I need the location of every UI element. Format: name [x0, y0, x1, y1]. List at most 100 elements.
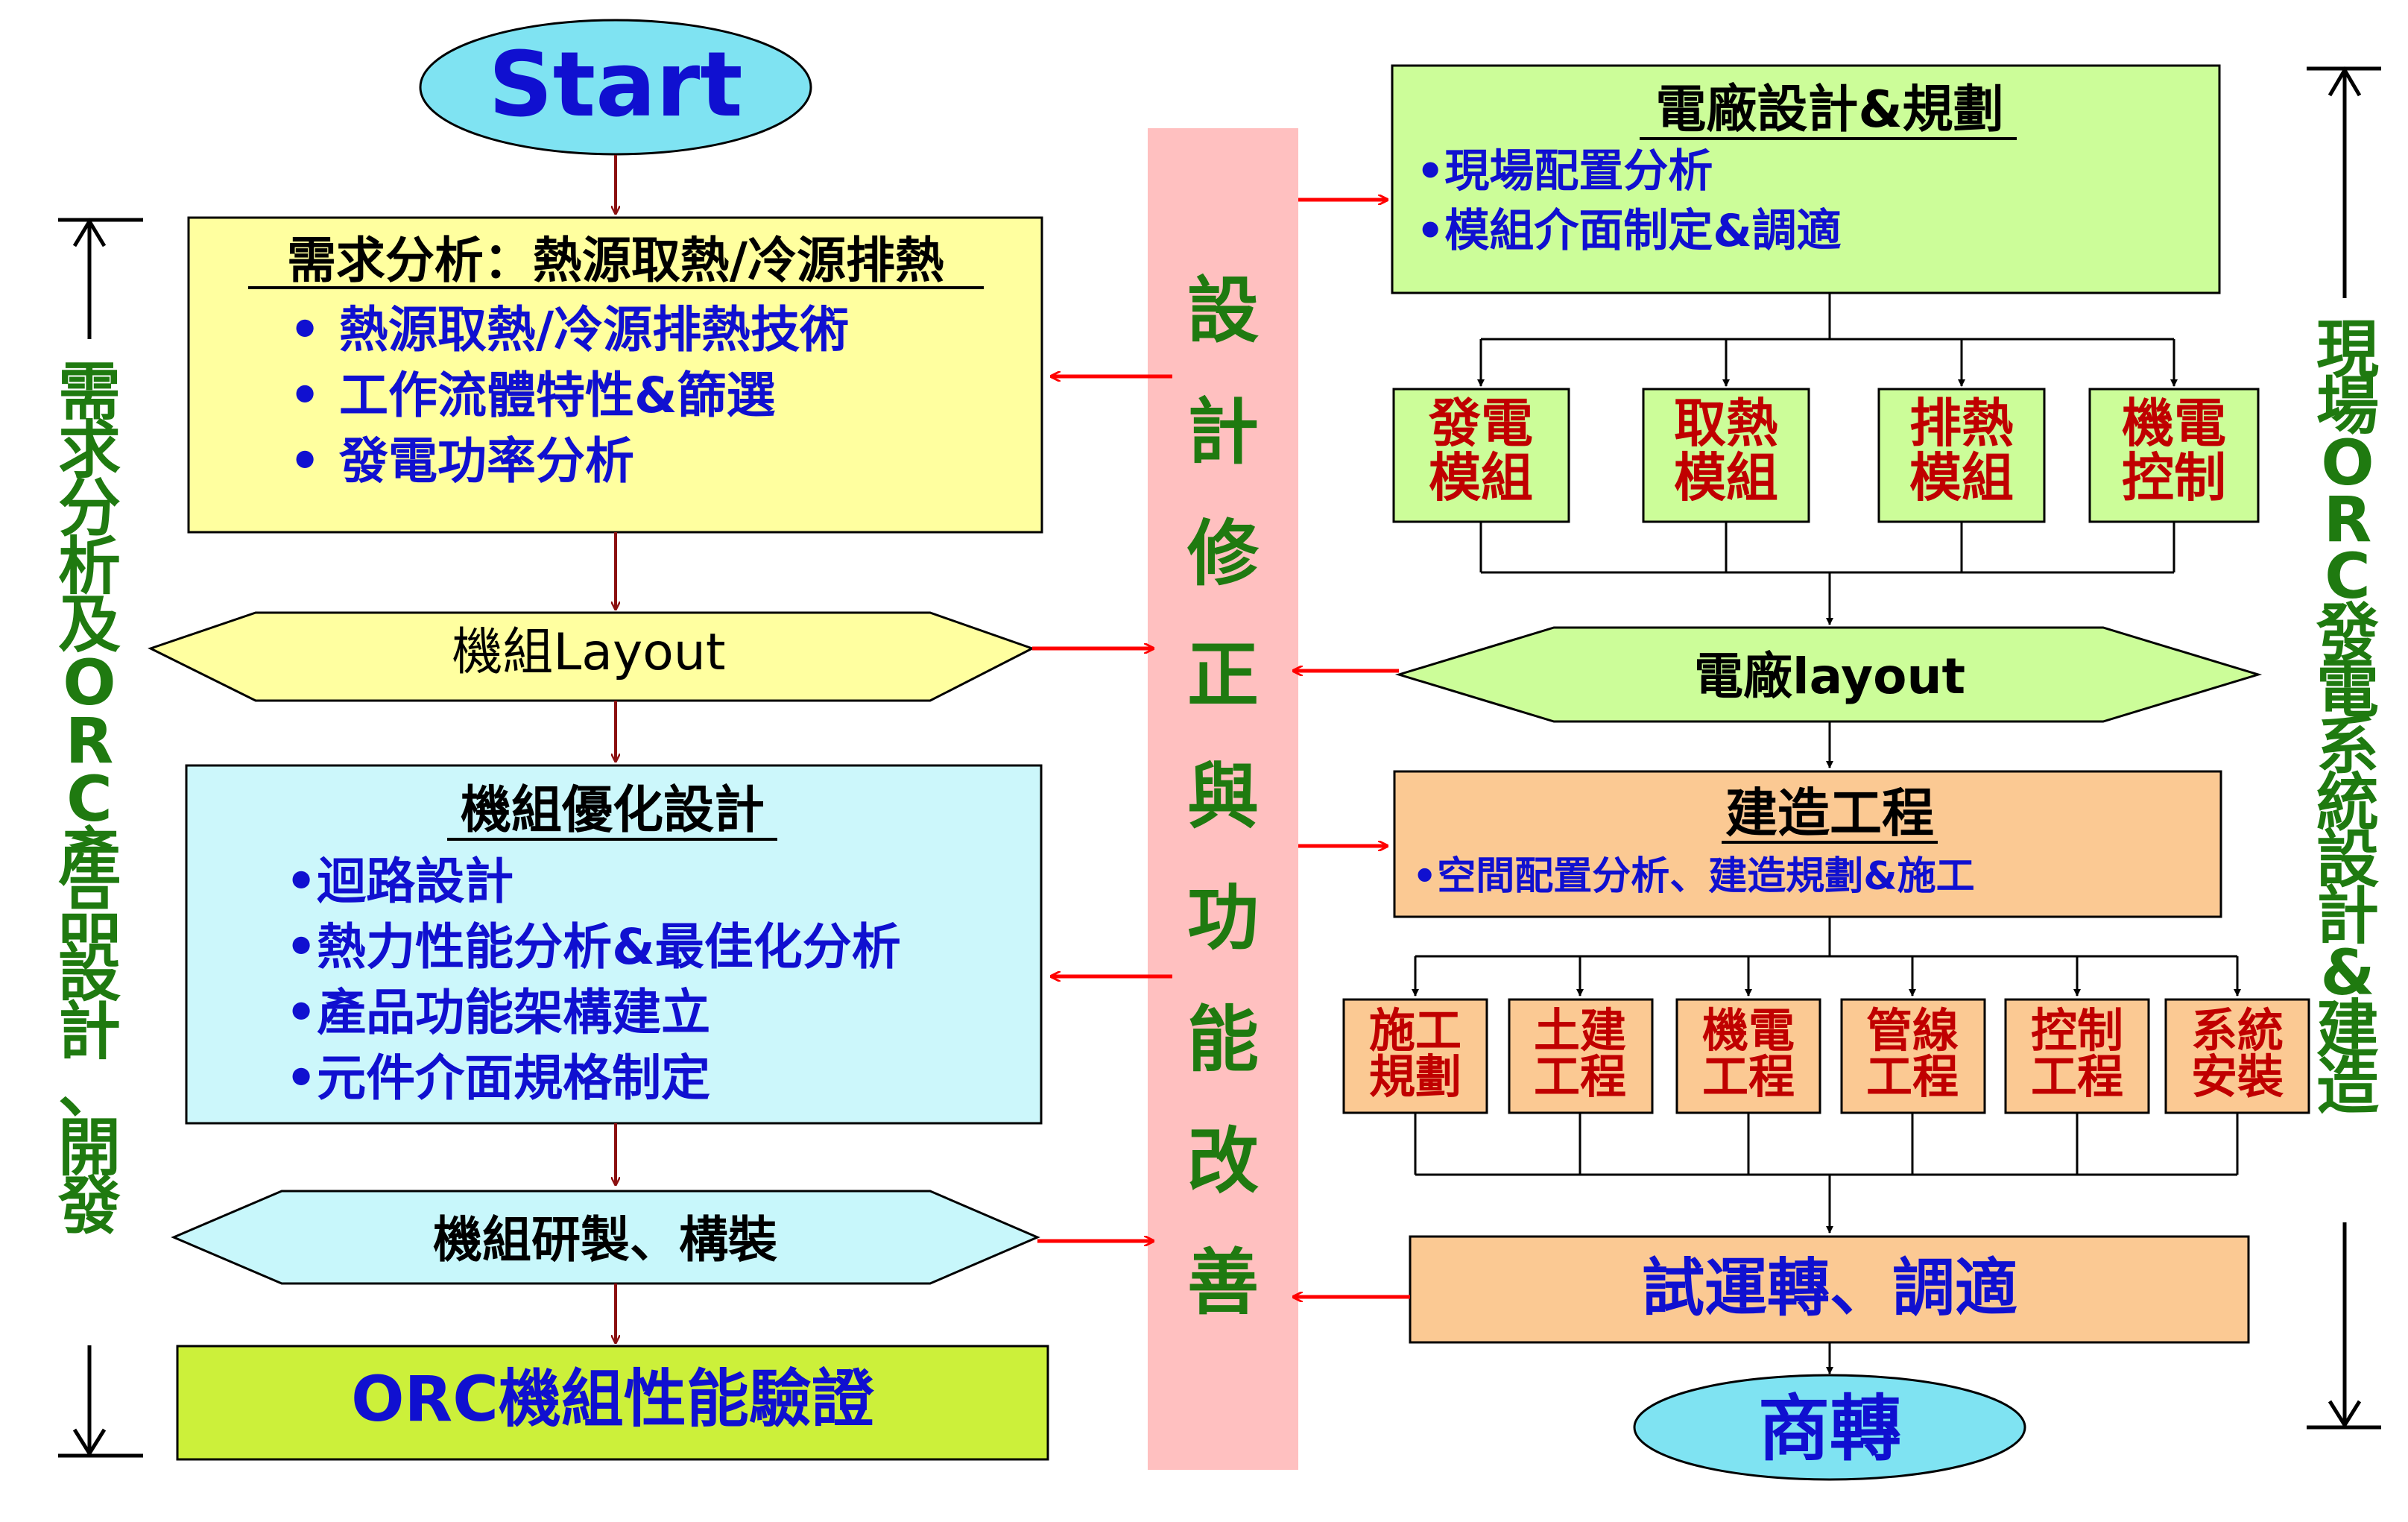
- demand-analysis-items: • 熱源取熱/冷源排熱技術 • 工作流體特性&篩選 • 發電功率分析: [289, 301, 849, 490]
- center-band: [1148, 128, 1298, 1470]
- demand-item: 發電功率分析: [338, 432, 634, 490]
- optimization-title: 機組優化設計: [461, 781, 765, 840]
- optimization-item: •元件介面規格制定: [285, 1049, 710, 1107]
- center-char: 設: [1187, 269, 1259, 353]
- plant-design-box: [1391, 64, 2221, 294]
- plant-design-title: 電廠設計&規劃: [1655, 80, 2003, 139]
- work-line1: 系統: [2191, 1003, 2284, 1058]
- module-line1: 排熱: [1909, 393, 2014, 454]
- module-box: [1642, 388, 1810, 523]
- unit-build-node: [171, 1190, 1040, 1285]
- side-label-char: 及: [58, 588, 121, 661]
- left-bracket: [58, 218, 143, 1458]
- center-char: 正: [1187, 634, 1259, 717]
- work-line2: 規劃: [1369, 1049, 1461, 1104]
- center-char: 功: [1187, 877, 1259, 960]
- work-line1: 土建: [1534, 1003, 1626, 1058]
- side-label-char: &: [2320, 936, 2374, 1009]
- work-line1: 施工: [1369, 1003, 1461, 1058]
- work-line2: 工程: [1866, 1049, 1959, 1104]
- work-line2: 工程: [1702, 1049, 1795, 1104]
- side-label-char: 建: [2316, 993, 2379, 1066]
- center-char: 善: [1187, 1241, 1259, 1324]
- demand-item: 熱源取熱/冷源排熱技術: [339, 301, 849, 359]
- commercial-label: 商轉: [1758, 1387, 1901, 1471]
- side-label-char: 設: [2316, 823, 2379, 896]
- module-box: [2088, 388, 2260, 523]
- work-line1: 機電: [1702, 1003, 1795, 1058]
- side-label-char: 品: [58, 879, 121, 952]
- work-box: [1508, 998, 1654, 1114]
- side-label-char: R: [66, 704, 114, 777]
- optimization-design-box: [185, 764, 1043, 1125]
- module-connectors: [1477, 293, 2178, 625]
- trial-run-box: [1409, 1235, 2250, 1344]
- module-nodes: 發電 模組 取熱 模組 排熱 模組 機電 控制: [1392, 388, 2260, 523]
- center-char: 修: [1187, 512, 1260, 596]
- module-line1: 發電: [1428, 393, 1533, 454]
- module-line1: 機電: [2122, 393, 2226, 454]
- side-label-char: 系: [2316, 710, 2379, 783]
- module-line2: 模組: [1674, 447, 1778, 508]
- side-label-char: 需: [58, 356, 121, 429]
- work-line1: 控制: [2031, 1003, 2123, 1058]
- bullet: •: [289, 367, 320, 424]
- optimization-item: •熱力性能分析&最佳化分析: [285, 918, 901, 976]
- side-label-char: C: [66, 762, 113, 836]
- orc-verification-label: ORC機組性能驗證: [351, 1362, 875, 1436]
- optimization-items: •迴路設計 •熱力性能分析&最佳化分析 •產品功能架構建立 •元件介面規格制定: [285, 853, 901, 1107]
- work-box: [1840, 998, 1986, 1114]
- plant-layout-node: [1394, 626, 2263, 723]
- side-label-char: 場: [2316, 370, 2379, 443]
- start-node: [419, 19, 812, 156]
- side-label-char: 設: [58, 937, 121, 1010]
- work-line1: 管線: [1866, 1003, 1959, 1058]
- work-nodes: 施工 規劃 土建 工程 機電 工程 管線 工程 控制 工程 系統 安裝: [1342, 998, 2310, 1114]
- module-box: [1392, 388, 1570, 523]
- works-connectors: [1412, 917, 2241, 1234]
- commercial-node: [1633, 1374, 2026, 1481]
- side-label-char: 析: [58, 530, 121, 603]
- construction-item: •空間配置分析、建造規劃&施工: [1412, 854, 1975, 899]
- work-line2: 安裝: [2191, 1049, 2284, 1104]
- side-label-char: O: [2321, 426, 2374, 499]
- side-label-char: 發: [57, 1169, 121, 1242]
- center-char: 與: [1187, 755, 1259, 839]
- side-label-char: 統: [2316, 766, 2379, 839]
- feedback-arrows: [1032, 200, 1410, 1297]
- side-label-char: 計: [58, 995, 121, 1068]
- side-label-char: 發: [2316, 596, 2379, 669]
- work-line2: 工程: [1534, 1049, 1626, 1104]
- demand-analysis-title: 需求分析：熱源取熱/冷源排熱: [287, 232, 944, 289]
- construction-box: [1393, 770, 2222, 918]
- side-label-char: 電: [2316, 653, 2379, 726]
- side-label-char: 計: [2316, 880, 2379, 953]
- side-label-char: 求: [58, 414, 121, 487]
- work-line2: 工程: [2031, 1049, 2123, 1104]
- side-label-char: R: [2324, 483, 2372, 556]
- side-label-char: 現: [2316, 313, 2379, 386]
- center-char: 計: [1187, 391, 1259, 474]
- module-line2: 模組: [1909, 447, 2014, 508]
- module-line2: 模組: [1429, 447, 1533, 508]
- side-label-char: C: [2325, 540, 2371, 613]
- plant-design-item: •現場配置分析: [1416, 145, 1713, 198]
- module-line1: 取熱: [1674, 393, 1778, 454]
- side-label-char: 造: [2316, 1049, 2379, 1122]
- center-label: 設 計 修 正 與 功 能 改 善: [1187, 269, 1260, 1324]
- side-label-char: 產: [58, 821, 121, 894]
- side-label-char: 開: [58, 1111, 121, 1184]
- unit-build-label: 機組研製、構裝: [433, 1211, 778, 1269]
- right-bracket: [2307, 66, 2381, 1430]
- optimization-item: •迴路設計: [285, 853, 513, 910]
- start-label: Start: [488, 34, 742, 137]
- work-box: [1675, 998, 1821, 1114]
- work-box: [2164, 998, 2310, 1114]
- optimization-item: •產品功能架構建立: [285, 984, 710, 1041]
- plant-design-items: •現場配置分析 •模組介面制定&調適: [1416, 145, 1842, 257]
- center-char: 能: [1187, 998, 1259, 1081]
- module-line2: 控制: [2122, 447, 2226, 508]
